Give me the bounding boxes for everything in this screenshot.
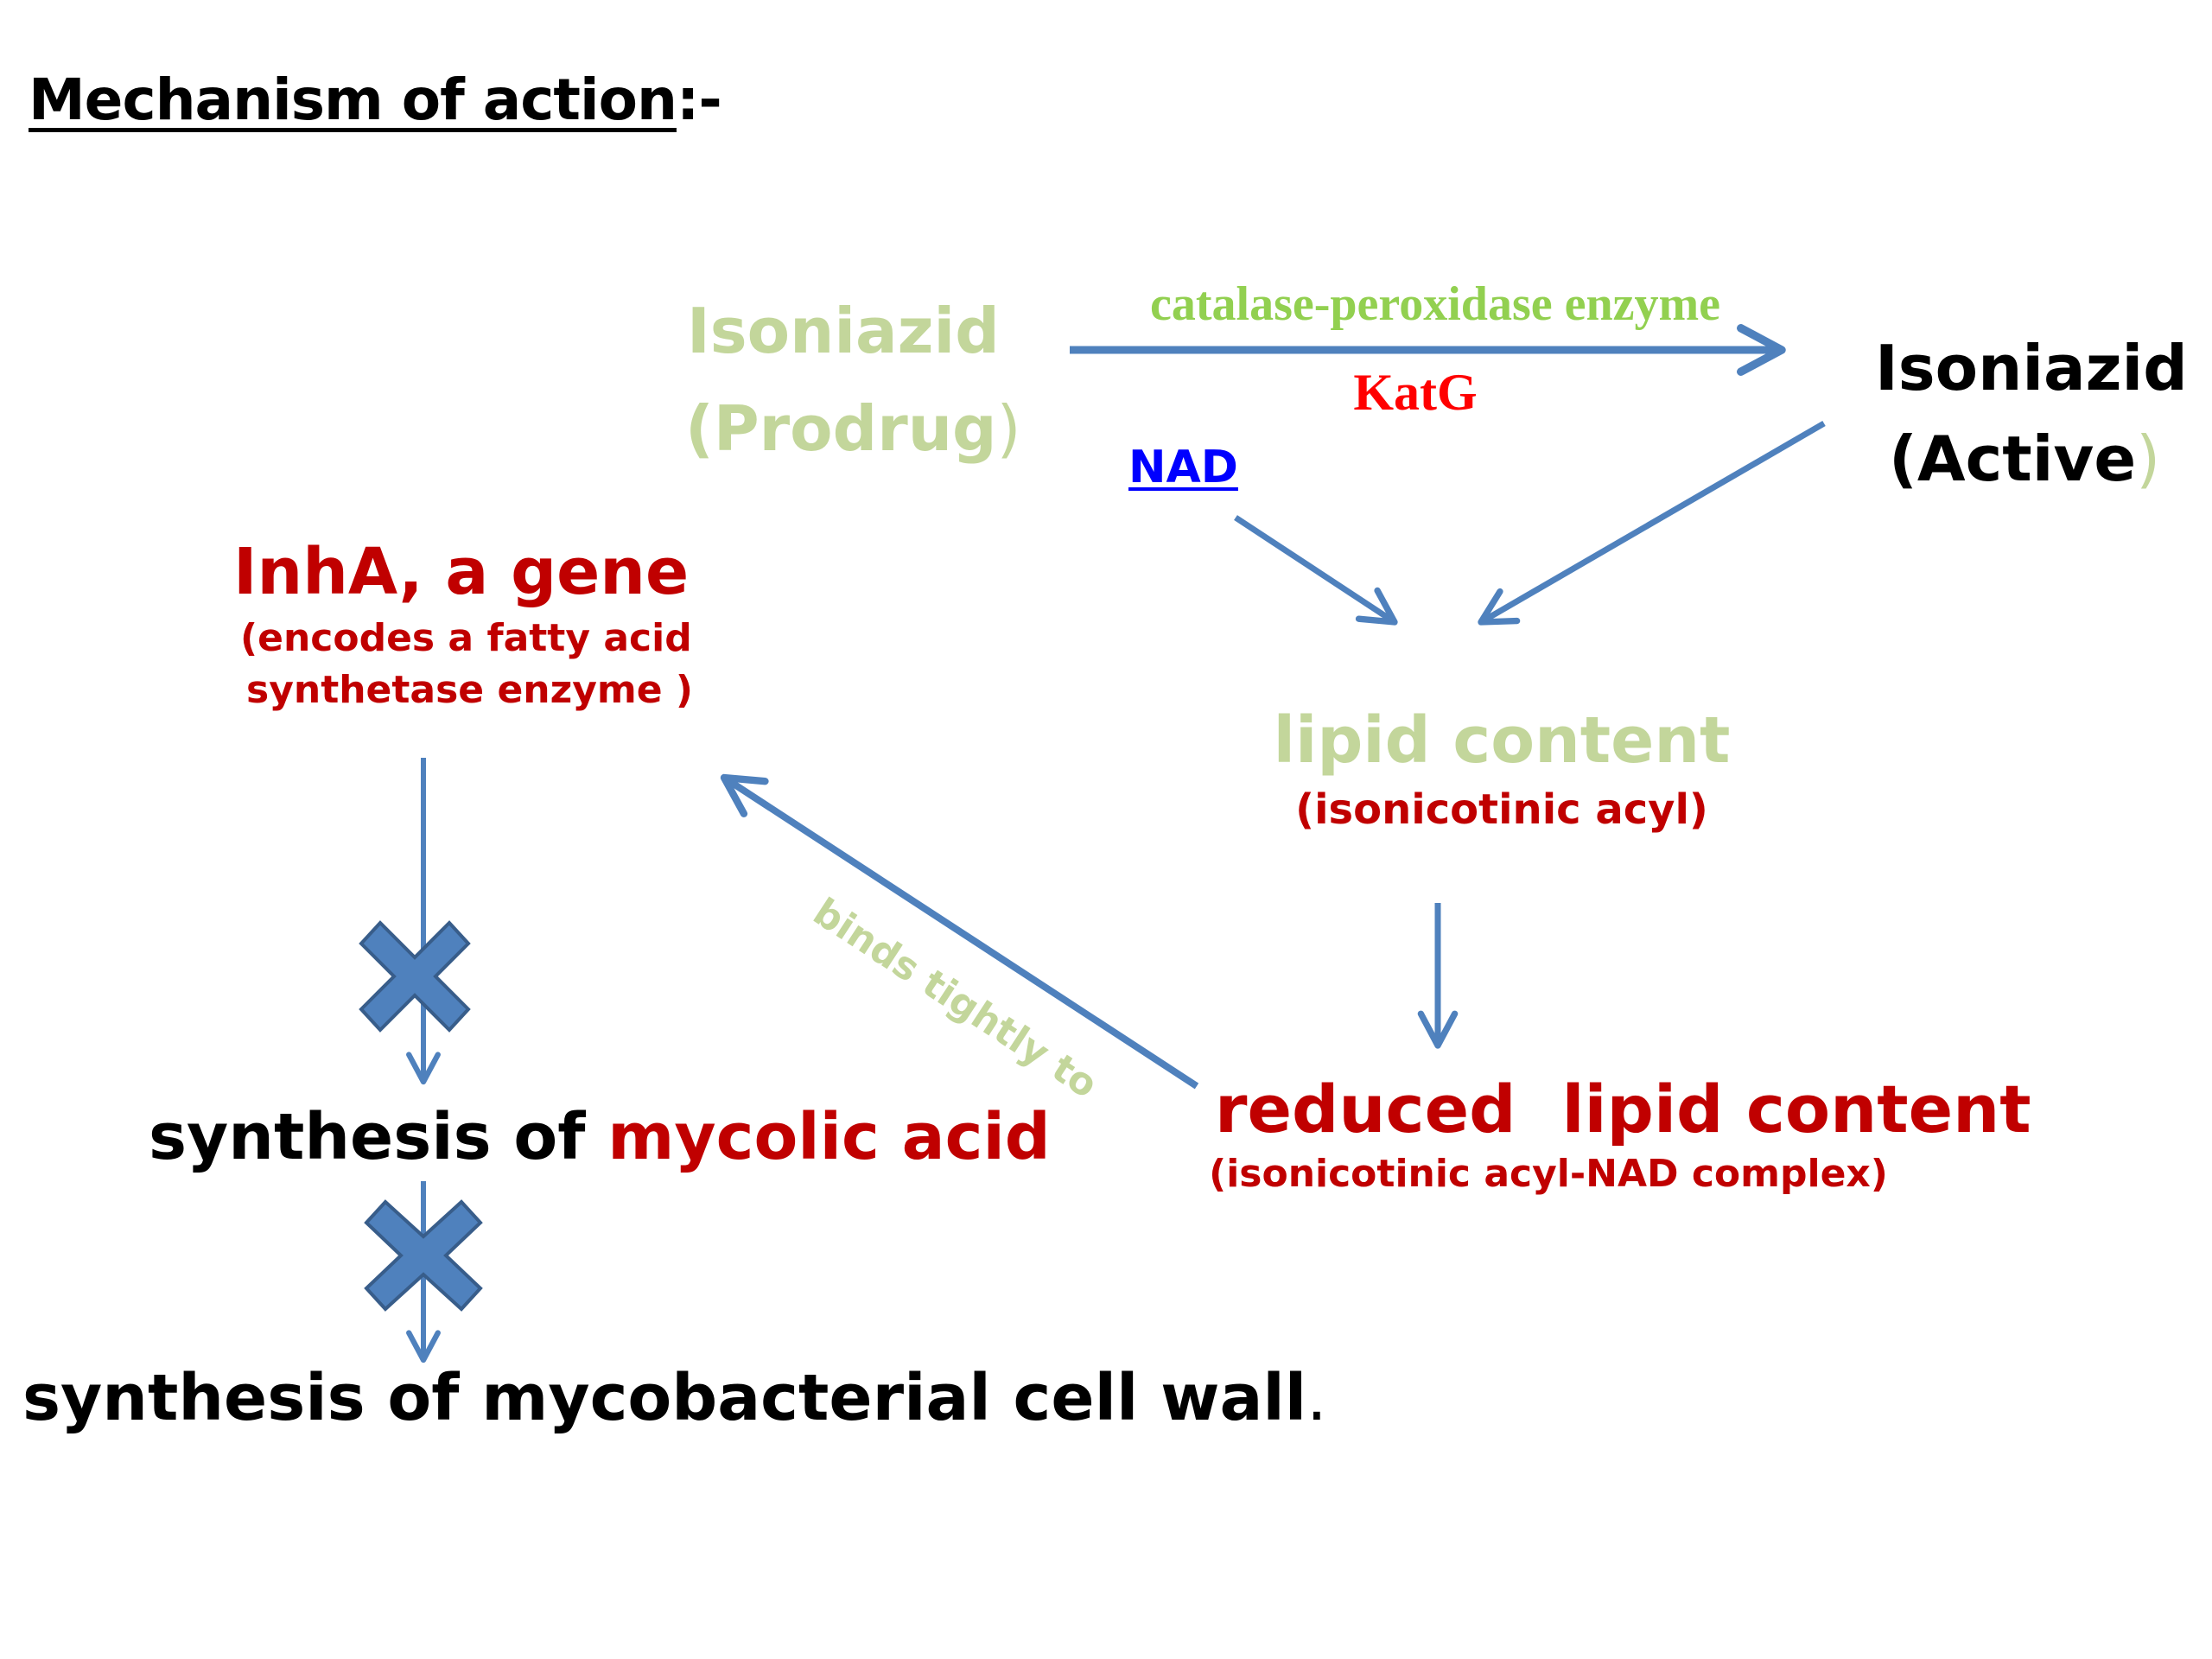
block-cross-icon (364, 1199, 483, 1312)
reduced-lipid-subtitle: (isonicotinic acyl-NAD complex) (1209, 1152, 1888, 1196)
lipid-content-title: lipid content (1273, 703, 1731, 778)
inha-desc-line2: synthetase enzyme ) (246, 668, 694, 712)
active-name: Isoniazid (1875, 332, 2188, 404)
arrow-reduced-binds-inha (720, 773, 1199, 1090)
inha-title: InhA, a gene (233, 535, 690, 609)
cell-wall-text: synthesis of mycobacterial cell wall (22, 1361, 1307, 1435)
arrow-active-to-lipid (1478, 420, 1826, 626)
arrow-nad-to-lipid (1234, 515, 1398, 626)
prodrug-qualifier: (Prodrug) (685, 393, 1021, 465)
reduced-lipid-title: reduced lipid content (1215, 1071, 2031, 1147)
enzyme-label: catalase-peroxidase enzyme (1150, 277, 1720, 331)
slide-title-main: Mechanism of action (29, 67, 677, 133)
block-cross-icon (359, 920, 471, 1033)
mycolic-acid-step: synthesis of mycolic acid (149, 1100, 1051, 1174)
cell-wall-period: . (1306, 1361, 1327, 1435)
prodrug-qualifier-close: ) (996, 392, 1021, 465)
active-qualifier-text: (Active (1889, 423, 2137, 495)
lipid-content-subtitle: (isonicotinic acyl) (1295, 785, 1708, 834)
cell-wall-step: synthesis of mycobacterial cell wall. (22, 1361, 1327, 1435)
mycolic-highlight: mycolic acid (607, 1100, 1051, 1174)
active-qualifier-close: ) (2136, 423, 2161, 495)
inha-desc-line1: (encodes a fatty acid (240, 616, 692, 660)
prodrug-name: Isoniazid (687, 295, 1000, 367)
prodrug-qualifier-text: (Prodrug (685, 392, 997, 465)
nad-link[interactable]: NAD (1128, 442, 1238, 493)
slide-title-suffix: :- (676, 67, 722, 133)
mycolic-prefix: synthesis of (149, 1100, 608, 1174)
slide-title: Mechanism of action:- (29, 67, 722, 133)
katg-label: KatG (1353, 364, 1478, 421)
active-qualifier: (Active) (1889, 423, 2160, 495)
